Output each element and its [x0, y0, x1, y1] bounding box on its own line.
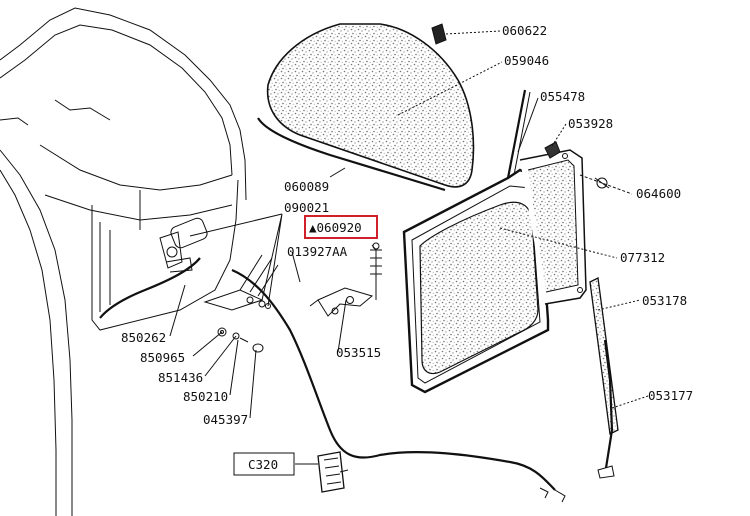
label-077312: 077312: [620, 250, 665, 265]
label-053178: 053178: [642, 293, 687, 308]
clip-060622: [431, 23, 447, 45]
label-060089: 060089: [284, 179, 329, 194]
wiper-linkage: [309, 242, 382, 317]
fasteners: [217, 327, 264, 353]
label-053515: 053515: [336, 345, 381, 360]
label-045397: 045397: [203, 412, 248, 427]
leader-lines: [169, 30, 649, 465]
label-850210: 850210: [183, 389, 228, 404]
wiper-motor: [159, 217, 208, 273]
connector-c320: [317, 451, 349, 493]
label-060622: 060622: [502, 23, 547, 38]
label-c320: C320: [248, 457, 278, 472]
label-850262: 850262: [121, 330, 166, 345]
label-053177: 053177: [648, 388, 693, 403]
wiper-blade: [589, 277, 619, 479]
label-053928: 053928: [568, 116, 613, 131]
knob-064600: [594, 177, 610, 189]
label-064600: 064600: [636, 186, 681, 201]
wiring-harness: [99, 257, 566, 503]
part-labels: 060622 059046 055478 053928 064600 06008…: [121, 23, 693, 476]
upper-glass: [257, 23, 475, 192]
rear-panel: [519, 149, 587, 305]
c320-box: [233, 452, 295, 476]
label-851436: 851436: [158, 370, 203, 385]
label-013927aa: 013927AA: [287, 244, 348, 259]
cab-frame: [0, 7, 247, 516]
door-frame: [402, 89, 550, 394]
label-090021: 090021: [284, 200, 329, 215]
grommet-053928: [544, 141, 561, 159]
label-060920: ▲060920: [309, 220, 362, 235]
label-850965: 850965: [140, 350, 185, 365]
label-055478: 055478: [540, 89, 585, 104]
highlight-box: [304, 215, 378, 239]
linkage-bracket: [203, 254, 279, 311]
label-059046: 059046: [504, 53, 549, 68]
